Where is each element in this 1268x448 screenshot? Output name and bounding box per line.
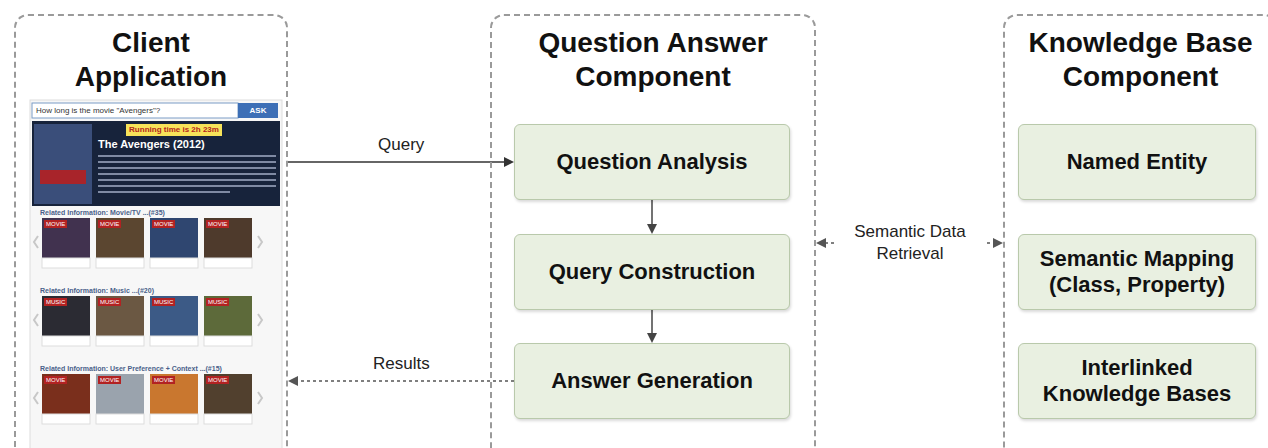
movie-title: The Avengers (2012) — [98, 138, 205, 151]
poster — [150, 218, 198, 258]
search-field — [32, 103, 238, 118]
poster — [204, 296, 252, 336]
screen-ground — [30, 100, 282, 448]
connector-line — [651, 310, 653, 334]
box-label: Named Entity — [1067, 149, 1208, 175]
connector-line — [288, 161, 505, 163]
media-tag: MOVIE — [98, 220, 121, 228]
poster — [42, 296, 90, 336]
box-label: Answer Generation — [551, 368, 753, 394]
media-tag: MOVIE — [206, 376, 229, 384]
poster-caption — [42, 414, 90, 424]
poster-caption — [42, 258, 90, 268]
media-tag: MUSIC — [98, 298, 121, 306]
banner-poster-logo — [40, 170, 86, 184]
section-heading: Related Information: Movie/TV ...(#35) — [40, 208, 165, 217]
poster-caption — [150, 336, 198, 346]
poster-caption — [96, 414, 144, 424]
connector — [288, 376, 514, 386]
carousel-chevron — [258, 314, 262, 326]
connector-line — [651, 200, 653, 225]
banner-poster — [34, 124, 92, 204]
poster — [96, 374, 144, 414]
connector-line — [297, 380, 514, 382]
button-label: ASK — [238, 106, 278, 116]
arrow-head — [288, 376, 298, 386]
media-tag: MOVIE — [152, 376, 175, 384]
box-label: Interlinked Knowledge Bases — [1029, 355, 1245, 407]
section-heading: Related Information: Music ...(#20) — [40, 286, 154, 295]
process-box: Semantic Mapping (Class, Property) — [1018, 234, 1256, 310]
arrow-head — [816, 238, 826, 248]
component-panel: Question Answer ComponentQuestion Analys… — [490, 14, 816, 448]
process-box: Question Analysis — [514, 124, 790, 200]
poster — [204, 218, 252, 258]
process-box: Answer Generation — [514, 343, 790, 419]
highlight — [126, 124, 222, 136]
section-heading: Related Information: User Preference + C… — [40, 364, 222, 373]
connector — [288, 157, 514, 167]
process-box: Interlinked Knowledge Bases — [1018, 343, 1256, 419]
poster — [42, 374, 90, 414]
component-panel: Knowledge Base ComponentNamed EntitySema… — [1003, 14, 1268, 448]
panel-heading: Client Application — [51, 26, 251, 94]
connector-label: Query — [378, 134, 424, 156]
arrow-head — [647, 224, 657, 234]
ask-button — [238, 103, 278, 118]
poster — [42, 218, 90, 258]
box-label: Query Construction — [549, 259, 756, 285]
poster-caption — [204, 336, 252, 346]
text-bar — [98, 155, 276, 157]
text-bar — [98, 167, 276, 169]
media-tag: MOVIE — [152, 220, 175, 228]
poster-caption — [150, 258, 198, 268]
text-bar — [98, 161, 276, 163]
poster — [204, 374, 252, 414]
banner — [32, 121, 280, 206]
process-box: Query Construction — [514, 234, 790, 310]
media-tag: MUSIC — [152, 298, 175, 306]
arrow-head — [504, 157, 514, 167]
connector-label: Results — [373, 353, 430, 375]
panel-heading: Question Answer Component — [518, 26, 788, 94]
arrow-head — [647, 333, 657, 343]
process-box: Named Entity — [1018, 124, 1256, 200]
carousel-chevron — [34, 236, 38, 248]
panel-heading: Knowledge Base Component — [1016, 26, 1266, 94]
carousel-chevron — [34, 314, 38, 326]
poster-caption — [96, 258, 144, 268]
media-tag: MOVIE — [44, 376, 67, 384]
poster — [150, 296, 198, 336]
box-label: Semantic Mapping (Class, Property) — [1029, 246, 1245, 298]
text-bar — [98, 173, 276, 175]
connector — [647, 310, 657, 343]
text-bar — [98, 191, 230, 193]
box-label: Question Analysis — [556, 149, 747, 175]
media-tag: MOVIE — [44, 220, 67, 228]
text-bar — [98, 179, 276, 181]
poster — [96, 218, 144, 258]
media-tag: MUSIC — [44, 298, 67, 306]
media-tag: MOVIE — [206, 220, 229, 228]
text-bar — [98, 185, 276, 187]
poster — [96, 296, 144, 336]
poster-caption — [96, 336, 144, 346]
carousel-chevron — [258, 236, 262, 248]
media-tag: MUSIC — [206, 298, 229, 306]
poster — [150, 374, 198, 414]
poster-caption — [42, 336, 90, 346]
poster-caption — [204, 414, 252, 424]
answer-highlight: Running time is 2h 23m — [126, 125, 222, 135]
search-query: How long is the movie "Avengers"? — [36, 106, 160, 116]
carousel-chevron — [34, 392, 38, 404]
media-tag: MOVIE — [98, 376, 121, 384]
poster-caption — [150, 414, 198, 424]
connector — [647, 200, 657, 234]
poster-caption — [204, 258, 252, 268]
carousel-chevron — [258, 392, 262, 404]
connector-label: Semantic Data Retrieval — [836, 220, 984, 266]
arrow-head — [993, 238, 1003, 248]
